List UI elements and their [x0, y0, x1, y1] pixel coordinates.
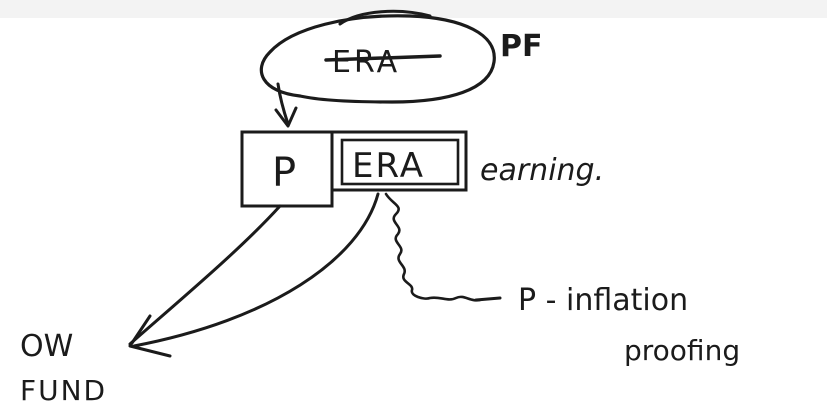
loop-ellipse — [259, 14, 496, 104]
top-smudge — [0, 0, 827, 18]
loop-overlap — [338, 9, 432, 26]
fund-label: FUND — [20, 374, 107, 407]
dw-label: OW — [20, 329, 73, 364]
struck-era-label: ERA — [332, 45, 400, 80]
down-arrow-head — [274, 106, 298, 128]
strike-line — [324, 54, 442, 62]
pf-label: PF — [500, 29, 542, 64]
fund-arrow-head — [128, 314, 172, 358]
p-box-label: P — [272, 150, 296, 196]
era-box — [330, 130, 468, 192]
era-box-inner — [340, 138, 460, 186]
down-arrow-shaft — [276, 82, 290, 126]
wiggle-connector — [384, 192, 482, 302]
proofing-label: proofing — [624, 334, 740, 367]
inflation-label: P - inflation — [518, 283, 688, 318]
era-box-label: ERA — [352, 146, 425, 186]
arrow-line-left — [128, 204, 282, 346]
earning-caption: earning. — [480, 153, 604, 188]
arrow-line-right — [132, 192, 380, 348]
wiggle-tail — [474, 296, 502, 302]
